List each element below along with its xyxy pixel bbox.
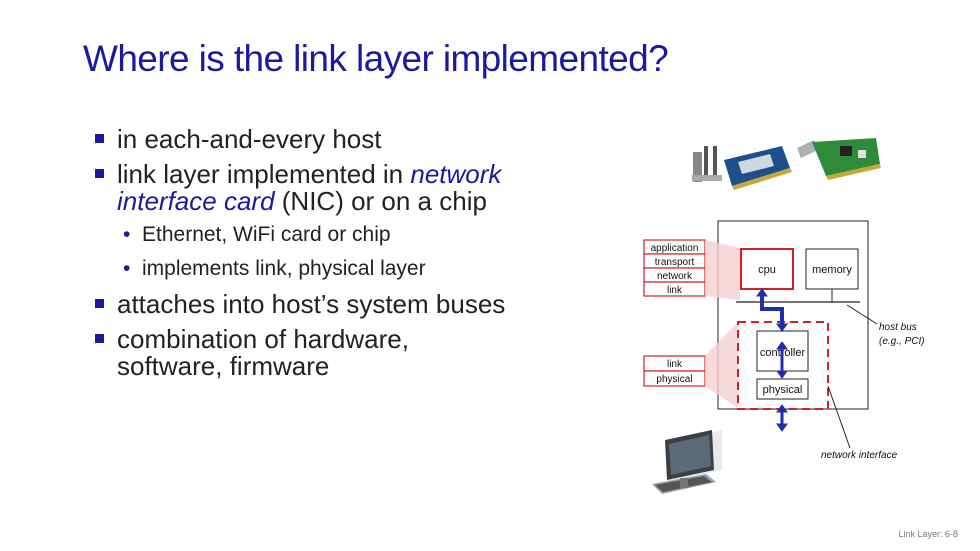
bullet-text: Ethernet, WiFi card or chip bbox=[142, 223, 391, 246]
wireless-nic-card-image bbox=[692, 146, 792, 190]
stack-layer-network: network bbox=[657, 271, 693, 282]
sub-bullet-item: implements link, physical layer bbox=[92, 257, 562, 281]
bullet-text: attaches into host’s system buses bbox=[117, 289, 506, 319]
cpu-box bbox=[740, 248, 794, 290]
bus-arrow bbox=[756, 288, 788, 332]
bullet-item: attaches into host’s system buses bbox=[92, 291, 517, 318]
bullet-text: in each-and-every host bbox=[117, 124, 382, 154]
desktop-computer-image bbox=[652, 430, 722, 494]
memory-label: memory bbox=[812, 264, 852, 276]
bullet-item: in each-and-every host bbox=[92, 126, 562, 153]
network-link-arrow bbox=[776, 404, 788, 432]
nic-emphasis: network interface card bbox=[117, 159, 502, 216]
host-protocol-stack: application transport network link bbox=[643, 239, 740, 300]
physical-label: physical bbox=[763, 384, 803, 396]
slide-footer: Link Layer: 6-8 bbox=[898, 529, 958, 539]
nic-layer-link: link bbox=[667, 359, 683, 370]
host-bus-pointer bbox=[846, 304, 878, 325]
slide-title: Where is the link layer implemented? bbox=[83, 38, 669, 79]
stack-layer-link: link bbox=[667, 285, 683, 296]
bullet-list: in each-and-every host link layer implem… bbox=[92, 126, 562, 388]
bullet-item: link layer implemented in network interf… bbox=[92, 161, 537, 215]
memory-box bbox=[805, 248, 859, 290]
bullet-text: link layer implemented in bbox=[117, 159, 411, 189]
sub-bullet-item: Ethernet, WiFi card or chip bbox=[92, 223, 562, 247]
host-bus-annotation: host bus bbox=[879, 322, 917, 333]
stack-layer-application: application bbox=[651, 243, 699, 254]
controller-physical-arrow bbox=[776, 341, 788, 379]
physical-box bbox=[756, 378, 809, 400]
stack-layer-transport: transport bbox=[655, 257, 695, 268]
ethernet-nic-card-image bbox=[797, 138, 881, 180]
bullet-text: combination of hardware, software, firmw… bbox=[117, 324, 409, 381]
bullet-text: implements link, physical layer bbox=[142, 257, 426, 280]
network-interface-pointer bbox=[827, 385, 851, 449]
nic-layer-physical: physical bbox=[656, 374, 692, 385]
network-interface-annotation: network interface bbox=[821, 450, 898, 461]
nic-protocol-stack: link physical bbox=[643, 322, 738, 408]
bullet-item: combination of hardware, software, firmw… bbox=[92, 326, 477, 380]
cpu-label: cpu bbox=[758, 264, 776, 276]
host-bus-example: (e.g., PCI) bbox=[879, 336, 925, 347]
bullet-text: (NIC) or on a chip bbox=[274, 186, 487, 216]
